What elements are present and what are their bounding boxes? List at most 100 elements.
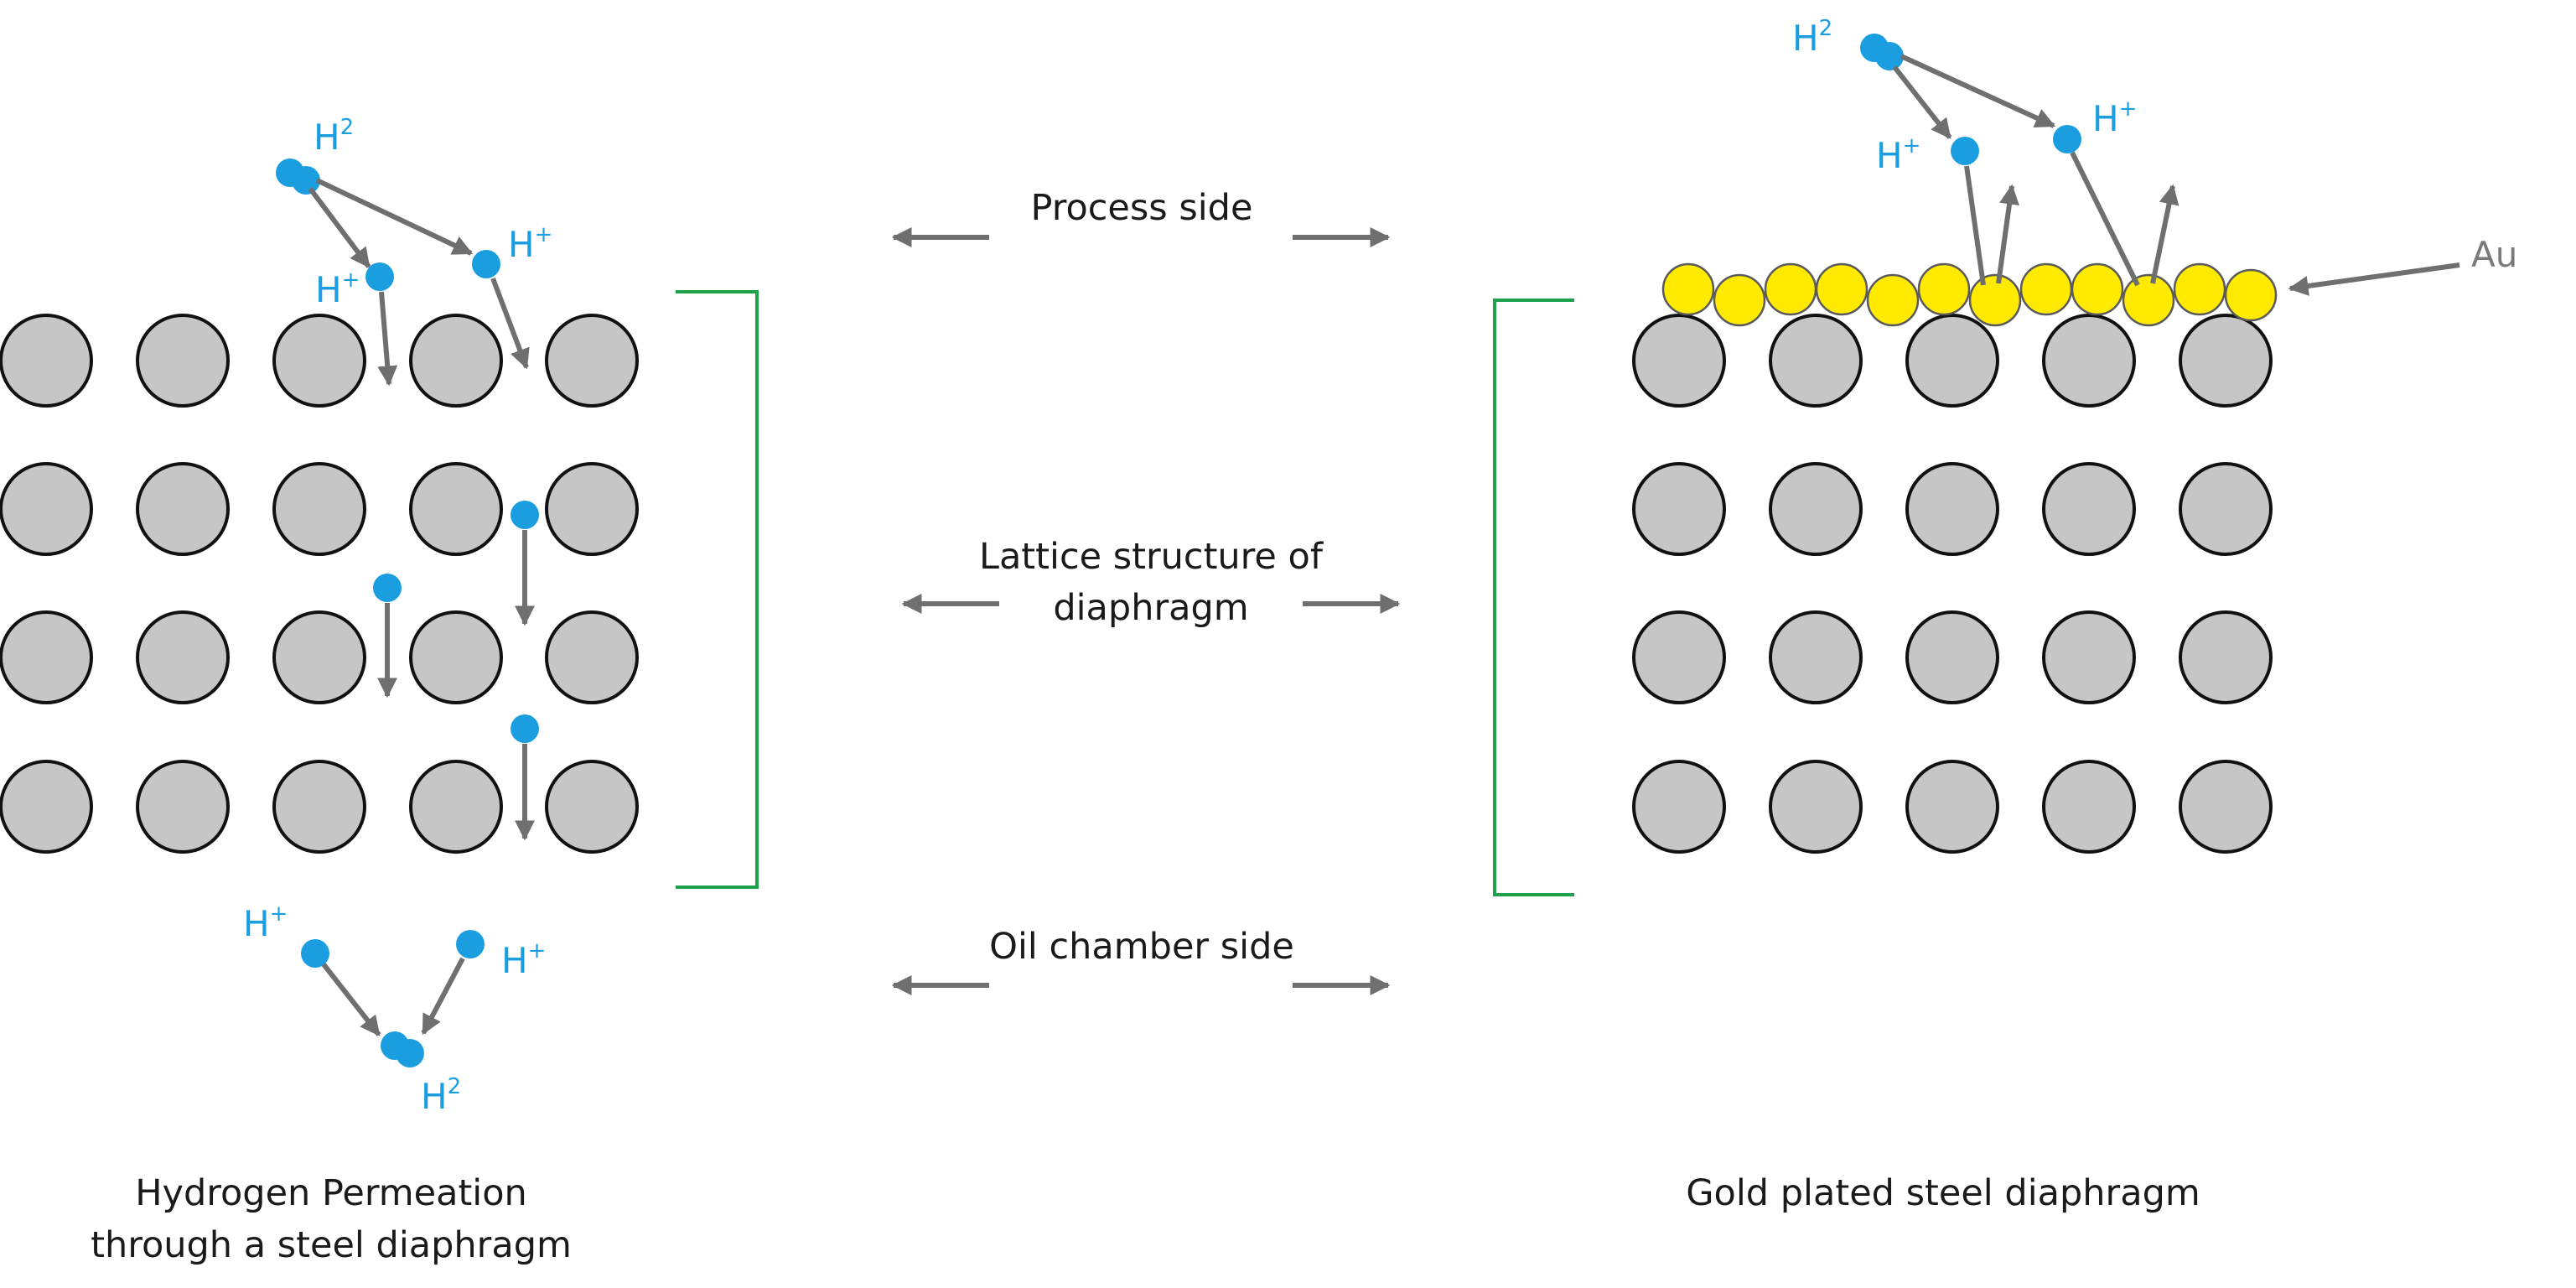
- center-labels: Process side Lattice structure of diaphr…: [891, 187, 1401, 995]
- gold-atom: [1815, 262, 1869, 316]
- left-h-ion-b: [472, 250, 500, 278]
- gold-atom: [2019, 262, 2073, 316]
- left-bottom-h-ion-a: [301, 939, 329, 968]
- right-lattice-atom: [1632, 314, 1726, 408]
- left-diffusing-h-1: [511, 501, 539, 529]
- left-bottom-h2-molecule: [381, 1031, 424, 1067]
- right-reflect-arrow-b: [2150, 184, 2179, 284]
- process-side-label: Process side: [1031, 187, 1253, 229]
- left-bottom-h-ion-b-label: H+: [501, 938, 546, 981]
- left-lattice-atom: [0, 462, 93, 556]
- right-lattice-atom: [1769, 610, 1863, 704]
- left-entry-arrow-a: [377, 291, 398, 387]
- lattice-label-line-2: diaphragm: [1053, 587, 1248, 629]
- right-lattice-atom: [2042, 610, 2136, 704]
- left-lattice-atom: [272, 314, 366, 408]
- right-lattice-atom: [2179, 610, 2273, 704]
- left-lattice-atom: [136, 462, 230, 556]
- right-lattice-atom: [1769, 760, 1863, 854]
- left-lattice-atom: [545, 462, 639, 556]
- right-panel: Au H2 H+ H+ Gold plated steel diaphragm: [1493, 16, 2517, 1214]
- left-lattice-atom: [136, 314, 230, 408]
- right-lattice-atom: [1905, 462, 1999, 556]
- right-lattice-atom: [2179, 462, 2273, 556]
- left-lattice-atom: [0, 314, 93, 408]
- left-dissociation-arrow-2: [315, 178, 474, 256]
- right-lattice-grid: [1632, 314, 2273, 854]
- left-lattice-atom: [272, 610, 366, 704]
- gold-label-arrow: [2288, 262, 2460, 296]
- left-entry-arrow-b: [490, 277, 530, 370]
- right-caption: Gold plated steel diaphragm: [1686, 1172, 2200, 1214]
- left-lattice-atom: [136, 760, 230, 854]
- left-lattice-atom: [545, 760, 639, 854]
- left-caption-line-1: Hydrogen Permeation: [135, 1172, 527, 1214]
- gold-atom: [2173, 262, 2226, 316]
- right-lattice-atom: [1632, 760, 1726, 854]
- gold-atom: [2122, 273, 2175, 327]
- right-h-ion-b-label: H+: [2092, 96, 2137, 139]
- gold-label: Au: [2471, 234, 2517, 275]
- left-h-ion-b-label: H+: [508, 222, 552, 265]
- left-panel: H2 H+ H+ H+ H+ H2 Hydrogen Permeation th…: [0, 115, 759, 1266]
- left-lattice-atom: [409, 760, 503, 854]
- left-bottom-h-ion-a-label: H+: [243, 901, 288, 944]
- gold-atom: [1661, 262, 1715, 316]
- right-dissociation-arrow-1: [1892, 65, 1952, 139]
- gold-plating-layer: [1661, 262, 2278, 327]
- lattice-label-line-1: Lattice structure of: [979, 536, 1324, 578]
- right-h-ion-a-label: H+: [1876, 133, 1920, 176]
- right-impact-line-b: [2070, 151, 2140, 287]
- right-lattice-atom: [1632, 610, 1726, 704]
- right-lattice-atom: [2179, 314, 2273, 408]
- left-bottom-h2-label: H2: [421, 1074, 461, 1117]
- right-h-ion-b: [2053, 125, 2081, 153]
- right-top-h2-label: H2: [1792, 16, 1832, 59]
- right-lattice-atom: [1905, 610, 1999, 704]
- right-lattice-atom: [2042, 760, 2136, 854]
- left-dissociation-arrow-1: [308, 187, 371, 268]
- gold-atom: [1764, 262, 1817, 316]
- left-lattice-atom: [545, 314, 639, 408]
- gold-atom: [2224, 268, 2278, 322]
- right-h-ion-a: [1951, 137, 1979, 165]
- oil-chamber-label: Oil chamber side: [989, 926, 1294, 968]
- right-impact-line-a: [1964, 165, 1986, 286]
- right-top-h2-molecule: [1860, 34, 1904, 70]
- left-top-h2-label: H2: [314, 115, 354, 158]
- left-lattice-atom: [409, 314, 503, 408]
- left-lattice-grid: [0, 314, 639, 854]
- left-lattice-atom: [409, 462, 503, 556]
- left-recombine-arrow-a: [321, 963, 381, 1036]
- right-lattice-atom: [2042, 314, 2136, 408]
- right-lattice-atom: [1769, 314, 1863, 408]
- right-lattice-atom: [1632, 462, 1726, 556]
- left-lattice-atom: [409, 610, 503, 704]
- left-recombine-arrow-b: [421, 957, 465, 1036]
- left-lattice-atom: [272, 760, 366, 854]
- left-h-ion-a: [365, 262, 394, 291]
- gold-atom: [1713, 273, 1766, 327]
- right-lattice-atom: [2042, 462, 2136, 556]
- right-lattice-atom: [1769, 462, 1863, 556]
- gold-atom: [2071, 262, 2124, 316]
- right-lattice-atom: [2179, 760, 2273, 854]
- right-lattice-atom: [1905, 760, 1999, 854]
- gold-atom: [1866, 273, 1920, 327]
- left-lattice-bracket: [676, 290, 759, 889]
- left-bottom-h-ion-b: [456, 930, 485, 958]
- left-lattice-atom: [272, 462, 366, 556]
- right-lattice-bracket: [1493, 299, 1574, 896]
- left-h-ion-a-label: H+: [315, 267, 360, 310]
- right-lattice-atom: [1905, 314, 1999, 408]
- left-caption-line-2: through a steel diaphragm: [91, 1224, 572, 1266]
- gold-atom: [1917, 262, 1971, 316]
- left-lattice-atom: [136, 610, 230, 704]
- left-lattice-atom: [0, 760, 93, 854]
- left-lattice-atom: [545, 610, 639, 704]
- right-dissociation-arrow-2: [1900, 54, 2056, 128]
- right-reflect-arrow-a: [1996, 184, 2019, 284]
- left-diffusing-h-2: [373, 574, 402, 602]
- gold-atom: [1968, 273, 2022, 327]
